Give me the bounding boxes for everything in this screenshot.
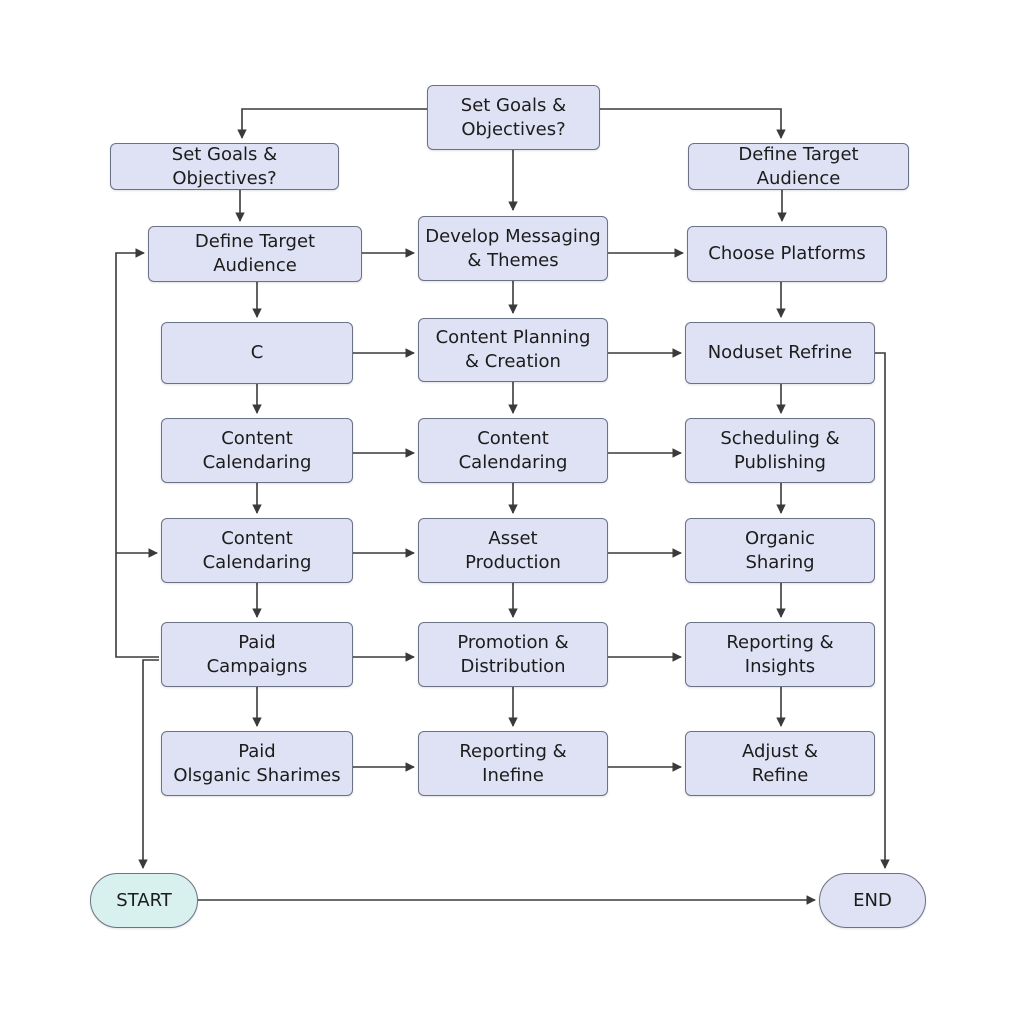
node-set-goals-left: Set Goals & Objectives? xyxy=(110,143,339,190)
edge-n_l6-to-n_start xyxy=(138,659,159,869)
node-content-planning: Content Planning & Creation xyxy=(418,318,608,382)
node-define-target-audience-left: Define Target Audience xyxy=(148,226,362,282)
edge-n_l6-to-n_l2 xyxy=(115,248,159,658)
node-define-target-audience-right: Define Target Audience xyxy=(688,143,909,190)
node-content-calendaring-mid: Content Calendaring xyxy=(418,418,608,483)
node-end: END xyxy=(819,873,926,928)
edge-n_top-to-n_l1 xyxy=(237,108,427,139)
node-content-calendaring-left-1: Content Calendaring xyxy=(161,418,353,483)
node-develop-messaging: Develop Messaging & Themes xyxy=(418,216,608,281)
node-choose-platforms: Choose Platforms xyxy=(687,226,887,282)
node-content-calendaring-left-2: Content Calendaring xyxy=(161,518,353,583)
node-c: C xyxy=(161,322,353,384)
node-scheduling-publishing: Scheduling & Publishing xyxy=(685,418,875,483)
node-start: START xyxy=(90,873,198,928)
node-organic-sharing: Organic Sharing xyxy=(685,518,875,583)
node-reporting-insights: Reporting & Insights xyxy=(685,622,875,687)
node-set-goals-top: Set Goals & Objectives? xyxy=(427,85,600,150)
node-paid-olsganic-sharimes: Paid Olsganic Sharimes xyxy=(161,731,353,796)
node-promotion-distribution: Promotion & Distribution xyxy=(418,622,608,687)
node-paid-campaigns: Paid Campaigns xyxy=(161,622,353,687)
node-asset-production: Asset Production xyxy=(418,518,608,583)
node-adjust-refine: Adjust & Refine xyxy=(685,731,875,796)
edge-n_r3-to-n_end xyxy=(875,352,890,869)
edge-n_top-to-n_r1 xyxy=(600,108,786,139)
node-noduset-refrine: Noduset Refrine xyxy=(685,322,875,384)
node-reporting-inefine: Reporting & Inefine xyxy=(418,731,608,796)
